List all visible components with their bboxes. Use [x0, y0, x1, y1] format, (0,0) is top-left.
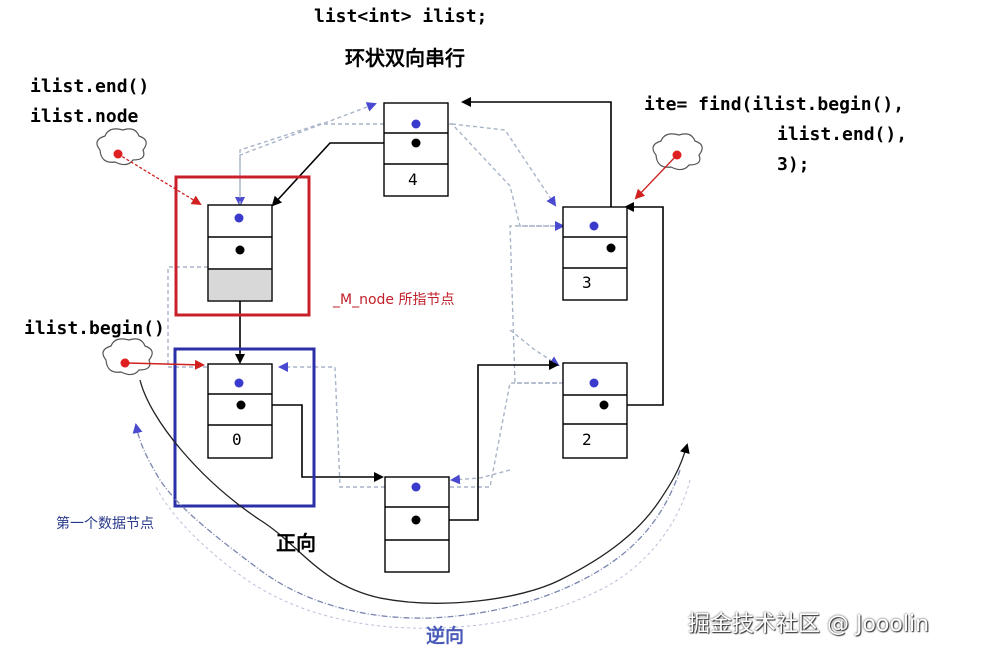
end-label-line2: ilist.node: [30, 106, 139, 127]
reverse-direction-curve-outer: [154, 479, 691, 629]
find-label-line2: ilist.end(),: [777, 124, 908, 145]
next-pointer-dot: [606, 243, 616, 253]
m-node-highlight-box: [174, 175, 311, 317]
list-node-1: [384, 476, 450, 573]
next-pointer-dot: [599, 400, 609, 410]
next-pointer-dot: [411, 138, 421, 148]
prev-link-3-to-2: [509, 329, 560, 367]
prev-link-0-to-1: [278, 362, 385, 488]
first-data-node-highlight-box: [173, 347, 316, 508]
end-label-line1: ilist.end(): [30, 76, 150, 97]
list-declaration: list<int> ilist;: [314, 6, 488, 27]
prev-pointer-dot: [411, 119, 421, 129]
prev-link-2-to-1: [450, 469, 511, 485]
first-data-node-label: 第一个数据节点: [56, 516, 154, 532]
find-label-line3: 3);: [777, 154, 810, 175]
next-pointer-dot: [236, 400, 246, 410]
prev-pointer-dot: [234, 213, 244, 223]
prev-pointer-dot: [589, 221, 599, 231]
prev-link-3-to-4: [418, 119, 563, 227]
list-node-0: [207, 363, 273, 459]
next-link-2-to-3: [604, 202, 664, 406]
node-value-4: 4: [408, 170, 418, 189]
find-label-line1: ite= find(ilist.begin(),: [644, 94, 905, 115]
list-node-end: [207, 204, 273, 302]
prev-link-2-to-3: [509, 221, 565, 384]
prev-pointer-dot: [411, 482, 421, 492]
node-value-3: 3: [582, 273, 592, 292]
forward-direction-curve: [139, 379, 690, 604]
iterator-find-cloud: [634, 133, 703, 200]
begin-label: ilist.begin(): [24, 318, 165, 339]
node-value-2: 2: [582, 430, 592, 449]
list-node-2: [562, 362, 628, 459]
prev-pointer-dot: [234, 378, 244, 388]
prev-link-end-to-4: [239, 102, 377, 205]
list-node-4: [383, 102, 449, 197]
node-value-0: 0: [232, 430, 242, 449]
prev-pointer-dot: [589, 378, 599, 388]
list-node-3: [562, 206, 628, 301]
forward-label: 正向: [276, 531, 316, 555]
next-pointer-dot: [235, 245, 245, 255]
next-link-3-to-4: [461, 97, 612, 248]
iterator-end-cloud: [96, 128, 202, 206]
diagram-title: 环状双向串行: [345, 46, 465, 70]
iterator-begin-cloud: [102, 338, 205, 376]
reverse-direction-curve: [132, 423, 681, 619]
next-pointer-dot: [411, 515, 421, 525]
prev-link-4-to-end: [235, 123, 384, 207]
prev-link-1-to-2: [450, 382, 560, 488]
m-node-label: _M_node 所指节点: [333, 292, 455, 308]
prev-link-4-to-3: [451, 123, 557, 207]
reverse-label: 逆向: [426, 625, 465, 647]
watermark: 掘金技术社区 @ Jooolin: [688, 612, 930, 637]
